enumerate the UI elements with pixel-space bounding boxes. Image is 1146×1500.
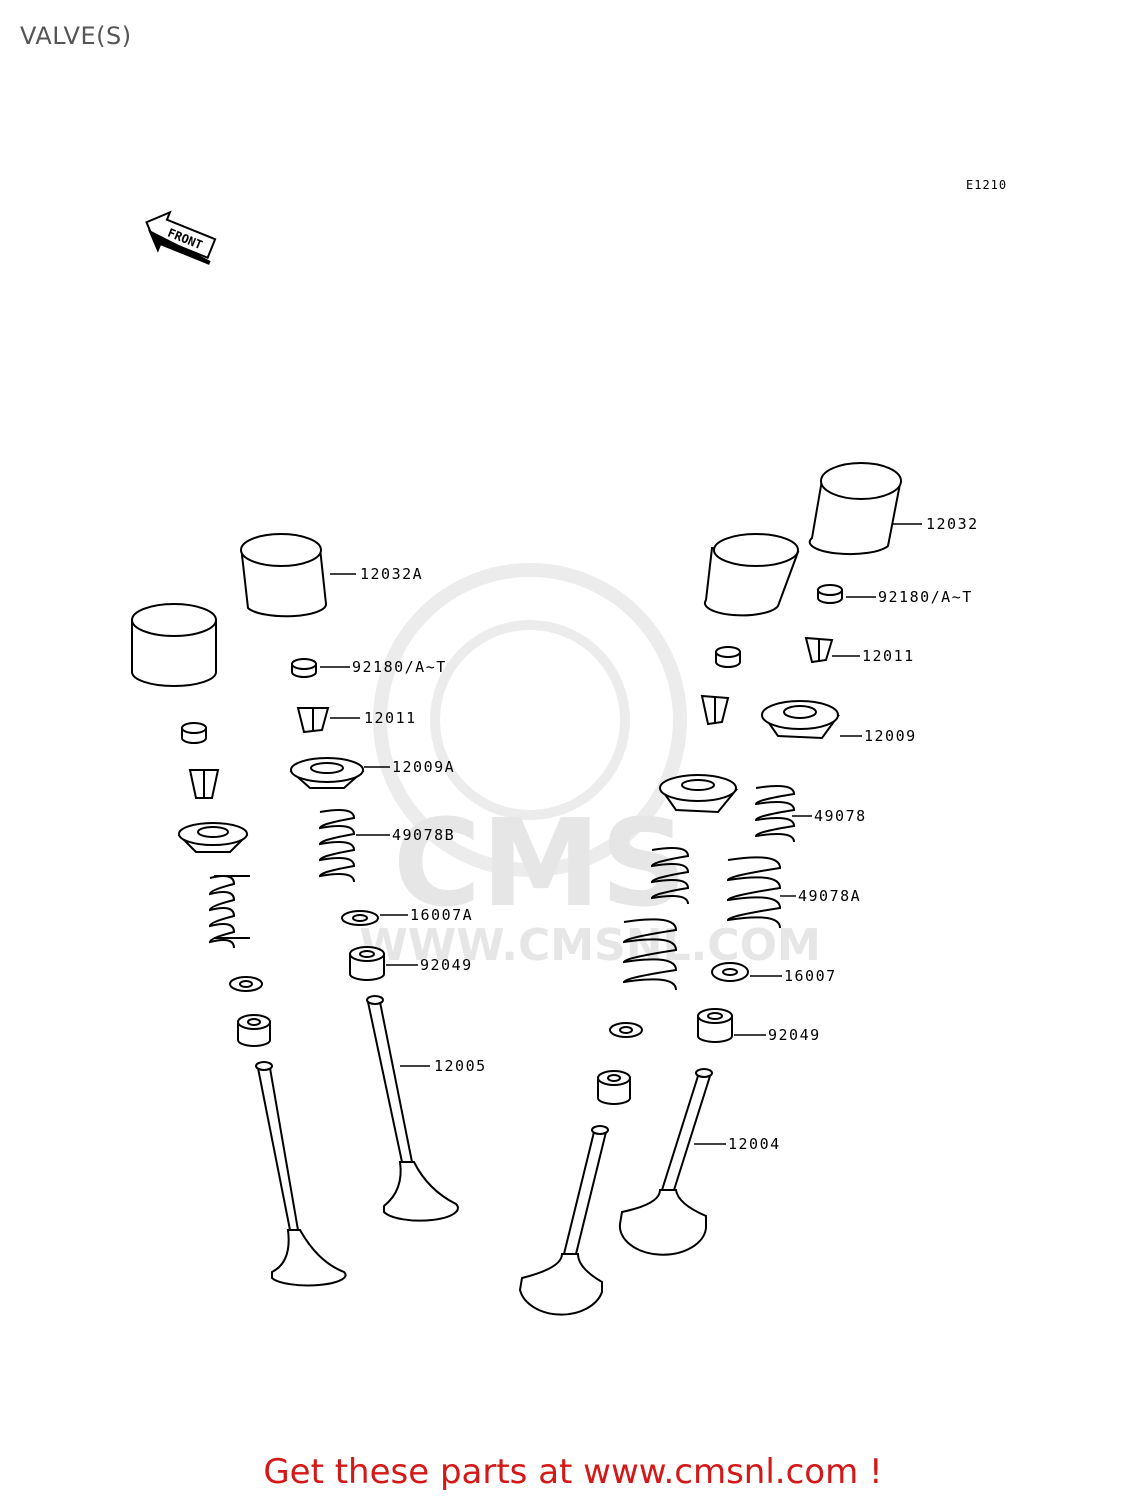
label-12005: 12005 (434, 1057, 487, 1075)
front-arrow-icon: FRONT (145, 210, 217, 265)
label-49078B: 49078B (392, 826, 455, 844)
seal-92049-right (697, 1008, 733, 1043)
label-49078: 49078 (814, 807, 867, 825)
seat-16007A (341, 910, 379, 926)
label-12011-right: 12011 (862, 647, 915, 665)
right-set-shim (715, 646, 741, 668)
watermark-brand: CMS (393, 795, 687, 934)
spring-49078A (726, 856, 782, 929)
right-set-bucket-tappet (703, 533, 800, 617)
left-set-seal (237, 1014, 271, 1047)
right-set-keeper (700, 694, 730, 726)
right-set-seal (597, 1070, 631, 1105)
label-16007: 16007 (784, 967, 837, 985)
label-12011-left: 12011 (364, 709, 417, 727)
keeper-12011-right (804, 636, 834, 664)
seal-92049-left (349, 946, 385, 981)
cms-watermark: CMS WWW.CMSNL.COM (359, 563, 821, 971)
right-set-seat (609, 1022, 643, 1038)
watermark-url: WWW.CMSNL.COM (359, 920, 821, 971)
label-92049-right: 92049 (768, 1026, 821, 1044)
diagram-code: E1210 (966, 178, 1008, 192)
footer-promo-link[interactable]: Get these parts at www.cmsnl.com ! (263, 1452, 883, 1492)
label-16007A: 16007A (410, 906, 473, 924)
label-12032A: 12032A (360, 565, 423, 583)
label-12009A: 12009A (392, 758, 455, 776)
label-12004: 12004 (728, 1135, 781, 1153)
label-49078A: 49078A (798, 887, 861, 905)
label-12009: 12009 (864, 727, 917, 745)
right-set-spring-outer (622, 918, 678, 991)
valve-12005 (366, 995, 459, 1222)
tappet-12032 (808, 462, 902, 556)
right-set-valve (518, 1125, 609, 1316)
tappet-12032A (240, 533, 328, 618)
left-set-valve (255, 1061, 347, 1287)
label-12032: 12032 (926, 515, 979, 533)
label-92180-right: 92180/A~T (878, 588, 973, 606)
seat-16007 (711, 962, 749, 982)
spring-49078B (318, 809, 356, 883)
left-set-keeper (188, 769, 220, 799)
left-set-spring (208, 875, 250, 949)
spring-49078 (754, 785, 796, 843)
keeper-12011-left (296, 707, 330, 734)
label-92049-left: 92049 (420, 956, 473, 974)
shim-92180-left (291, 658, 317, 678)
retainer-12009 (761, 700, 840, 740)
page-title: VALVE(S) (20, 22, 132, 50)
left-set-shim (181, 722, 207, 744)
label-92180-left: 92180/A~T (352, 658, 447, 676)
left-set-seat (229, 976, 263, 992)
right-set-retainer (659, 774, 739, 814)
left-set-retainer (177, 822, 249, 853)
retainer-12009A (289, 757, 365, 789)
right-set-spring-inner (650, 847, 690, 905)
left-set-bucket-tappet (131, 603, 217, 687)
valve-12004 (618, 1068, 713, 1256)
shim-92180-right (817, 584, 843, 604)
